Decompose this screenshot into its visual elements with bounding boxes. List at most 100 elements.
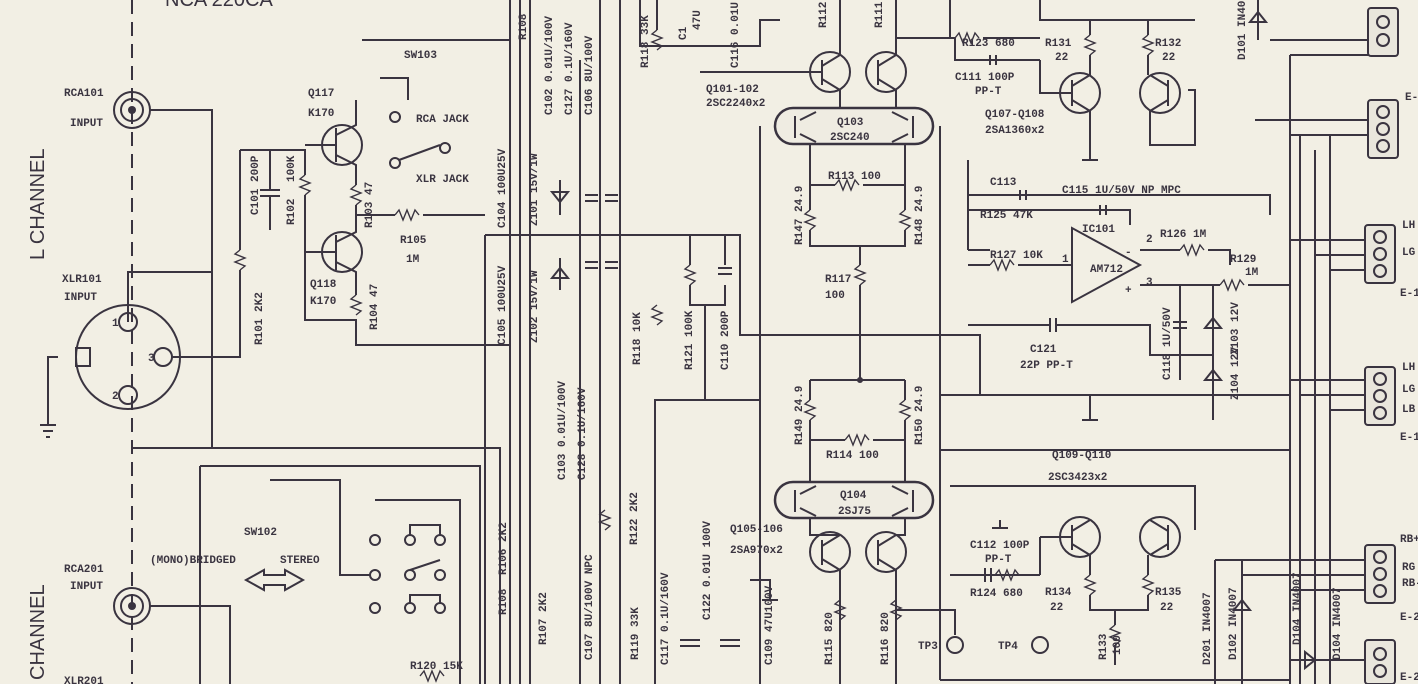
- svg-text:C117 0.1U/160V: C117 0.1U/160V: [660, 572, 672, 665]
- svg-text:R106 2K2: R106 2K2: [498, 522, 510, 575]
- svg-text:INPUT: INPUT: [64, 292, 97, 304]
- svg-text:R129: R129: [1230, 254, 1256, 266]
- svg-text:R120 15K: R120 15K: [410, 661, 463, 673]
- svg-text:2: 2: [1146, 234, 1153, 246]
- rca201-jack: RCA201 INPUT XLR201: [64, 564, 151, 684]
- svg-text:R126 1M: R126 1M: [1160, 229, 1207, 241]
- svg-text:TP3: TP3: [918, 641, 938, 653]
- svg-text:C122 0.01U 100V: C122 0.01U 100V: [702, 521, 714, 620]
- svg-text:IC101: IC101: [1082, 224, 1115, 236]
- svg-text:STEREO: STEREO: [280, 555, 320, 567]
- svg-text:Q117: Q117: [308, 88, 334, 100]
- svg-text:LG: LG: [1402, 384, 1416, 396]
- sw103-switch: SW103 RCA JACK XLR JACK: [362, 39, 510, 186]
- svg-text:Z101 15V/1W: Z101 15V/1W: [529, 153, 541, 226]
- svg-text:INPUT: INPUT: [70, 118, 103, 130]
- svg-text:LB: LB: [1402, 404, 1416, 416]
- svg-text:RB-: RB-: [1402, 578, 1418, 590]
- svg-text:(MONO)BRIDGED: (MONO)BRIDGED: [150, 555, 236, 567]
- tp4-testpoint: [1031, 636, 1049, 654]
- svg-text:C109 47U100V: C109 47U100V: [764, 585, 776, 665]
- connector-top: [1367, 7, 1399, 57]
- svg-text:C116 0.01U 100V: C116 0.01U 100V: [730, 0, 742, 68]
- svg-text:RCA201: RCA201: [64, 564, 104, 576]
- svg-text:22: 22: [1160, 602, 1173, 614]
- svg-text:R118 33K: R118 33K: [640, 15, 652, 68]
- svg-text:2SJ75: 2SJ75: [838, 506, 871, 518]
- svg-text:Z104 12V: Z104 12V: [1230, 347, 1242, 400]
- svg-text:-: -: [1125, 247, 1132, 259]
- svg-text:3: 3: [148, 353, 155, 365]
- svg-text:R116 820: R116 820: [880, 612, 892, 665]
- svg-text:LH: LH: [1402, 220, 1415, 232]
- svg-text:Z103 12V: Z103 12V: [1230, 302, 1242, 355]
- svg-text:R149 24.9: R149 24.9: [794, 386, 806, 445]
- svg-text:2: 2: [112, 391, 119, 403]
- svg-text:2SA970x2: 2SA970x2: [730, 545, 783, 557]
- svg-text:C113: C113: [990, 177, 1017, 189]
- svg-text:RCA101: RCA101: [64, 88, 104, 100]
- svg-text:47U: 47U: [692, 10, 704, 30]
- connector-rb-rg-e2: RB+ RG RB- E-2: [1364, 534, 1418, 624]
- svg-text:R133: R133: [1098, 633, 1110, 660]
- svg-text:22P PP-T: 22P PP-T: [1020, 360, 1073, 372]
- q101-q102-transistors: Q101-102 2SC2240x2 R112 R111: [700, 0, 907, 111]
- svg-text:LG: LG: [1402, 247, 1416, 259]
- svg-text:R111: R111: [874, 1, 886, 28]
- svg-text:R121 100K: R121 100K: [684, 310, 696, 370]
- svg-text:Q109-Q110: Q109-Q110: [1052, 450, 1111, 462]
- svg-text:R108: R108: [518, 13, 530, 40]
- svg-text:1: 1: [112, 318, 119, 330]
- connector-lb-e1: LH LG LB E-1: [1364, 362, 1418, 444]
- svg-text:R131: R131: [1045, 38, 1072, 50]
- svg-text:R150 24.9: R150 24.9: [914, 386, 926, 445]
- rca101-jack: RCA101 INPUT: [64, 88, 151, 130]
- svg-text:R123 680: R123 680: [962, 38, 1015, 50]
- svg-text:E-1: E-1: [1400, 288, 1418, 300]
- svg-text:R135: R135: [1155, 587, 1182, 599]
- svg-text:RCA JACK: RCA JACK: [416, 114, 469, 126]
- connector-bottom: E-2: [1364, 639, 1418, 684]
- tp3-testpoint: [946, 636, 964, 654]
- svg-text:1: 1: [1062, 254, 1069, 266]
- svg-text:TP4: TP4: [998, 641, 1018, 653]
- svg-text:C105 100U25V: C105 100U25V: [497, 265, 509, 345]
- diodes: D101 IN4007 D201 IN4007 D102 IN4007 D104…: [1202, 0, 1370, 684]
- svg-text:1M: 1M: [406, 254, 420, 266]
- svg-text:XLR JACK: XLR JACK: [416, 174, 469, 186]
- svg-text:22: 22: [1162, 52, 1175, 64]
- xlr101-connector: 1 3 2 XLR101 INPUT: [40, 271, 212, 438]
- q117-transistor: Q117 K170: [305, 88, 363, 185]
- svg-text:Q104: Q104: [840, 490, 867, 502]
- svg-text:C102 0.01U/100V: C102 0.01U/100V: [544, 16, 556, 115]
- svg-text:C111 100P: C111 100P: [955, 72, 1015, 84]
- svg-text:R122 2K2: R122 2K2: [629, 492, 641, 545]
- svg-text:200P: 200P: [250, 155, 262, 182]
- svg-text:C107 8U/100V NPC: C107 8U/100V NPC: [584, 554, 596, 660]
- svg-text:100: 100: [825, 290, 845, 302]
- svg-text:C104 100U25V: C104 100U25V: [497, 148, 509, 228]
- r-channel-label: CHANNEL: [27, 584, 49, 680]
- svg-text:22: 22: [1055, 52, 1068, 64]
- svg-text:Q103: Q103: [837, 117, 864, 129]
- svg-text:R127 10K: R127 10K: [990, 250, 1043, 262]
- svg-text:D101 IN4007: D101 IN4007: [1237, 0, 1249, 60]
- svg-text:E-2: E-2: [1400, 672, 1418, 684]
- svg-text:C115 1U/50V NP MPC: C115 1U/50V NP MPC: [1062, 185, 1181, 197]
- svg-text:K170: K170: [308, 108, 334, 120]
- connector-e: E-: [1367, 92, 1418, 159]
- svg-text:R148 24.9: R148 24.9: [914, 186, 926, 245]
- svg-text:C121: C121: [1030, 344, 1057, 356]
- svg-text:XLR101: XLR101: [62, 274, 102, 286]
- connector-lh-lg-e1: LH LG E-1: [1364, 220, 1418, 300]
- svg-text:C103 0.01U/100V: C103 0.01U/100V: [557, 381, 569, 480]
- svg-text:R119 33K: R119 33K: [630, 607, 642, 660]
- svg-text:R147 24.9: R147 24.9: [794, 186, 806, 245]
- svg-text:22: 22: [1050, 602, 1063, 614]
- svg-text:RB+: RB+: [1400, 534, 1418, 546]
- sw102-switch: SW102 (MONO)BRIDGED STEREO: [150, 465, 481, 684]
- svg-text:XLR201: XLR201: [64, 676, 104, 684]
- svg-text:Q105-106: Q105-106: [730, 524, 783, 536]
- svg-text:R108: R108: [498, 588, 510, 615]
